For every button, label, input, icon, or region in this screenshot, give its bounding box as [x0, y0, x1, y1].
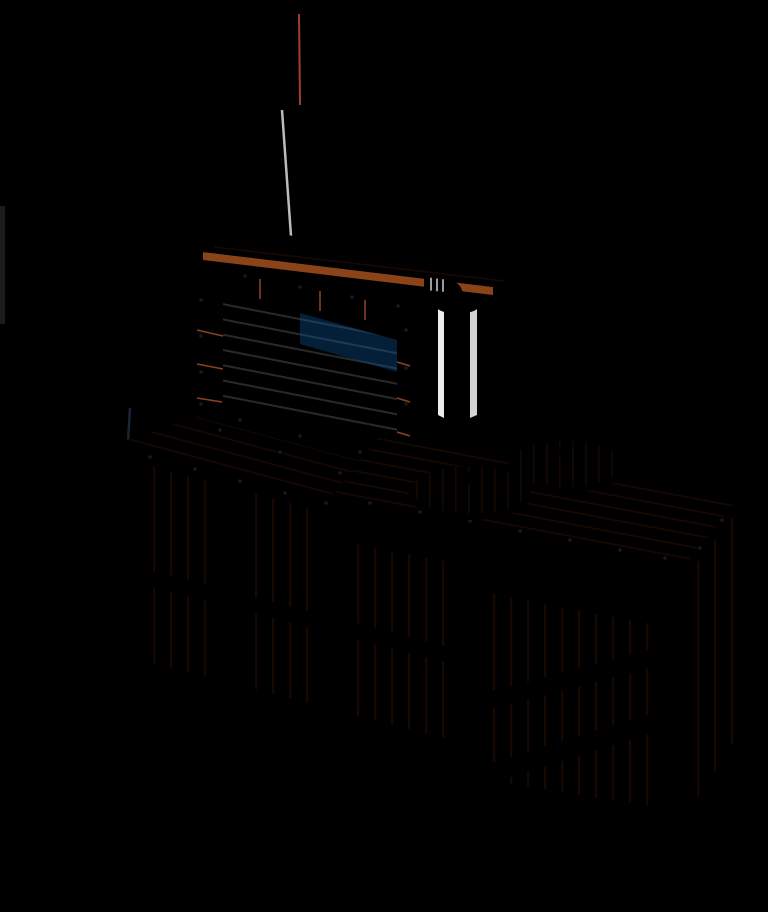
swirl-filter: [409, 466, 531, 520]
front-posts: [116, 452, 346, 750]
frame-edge-artifact: [0, 206, 5, 324]
feeder-fish-tank: [196, 230, 533, 483]
siphon-assembly: [424, 277, 478, 421]
tank-lid: [203, 230, 533, 287]
neck: [124, 224, 152, 250]
bottom-bar: [0, 899, 768, 912]
front-rail-upper: [110, 560, 452, 664]
gravity-manifold-header: [244, 12, 323, 252]
platform-front: [333, 504, 688, 607]
bio-filter: [506, 441, 624, 493]
siphon-cylinder: [437, 307, 478, 421]
main-tank: [333, 433, 737, 846]
header-box-side: [296, 12, 323, 106]
hatch-trim: [110, 445, 335, 514]
header-box-front: [244, 12, 297, 110]
platform-top-edge: [333, 495, 688, 571]
side-rails: [455, 640, 688, 796]
corner-post-left: [445, 570, 470, 818]
corner-post-right: [656, 600, 676, 832]
